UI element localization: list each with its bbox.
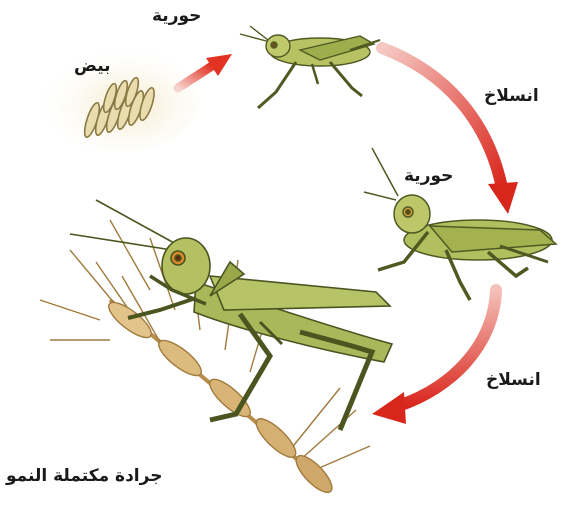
- egg-cluster: [40, 48, 200, 152]
- label-nymph-2: حورية: [404, 168, 453, 185]
- nymph-small: [240, 26, 380, 108]
- label-adult: جرادة مكتملة النمو: [6, 468, 162, 485]
- arrow-molt-1: [382, 48, 518, 214]
- arrow-molt-2: [372, 290, 496, 424]
- nymph-medium: [364, 148, 556, 300]
- label-egg: بيض: [74, 58, 111, 75]
- label-molt-2: انسلاخ: [486, 372, 541, 389]
- label-molt-1: انسلاخ: [484, 88, 539, 105]
- label-nymph-1: حورية: [152, 8, 201, 25]
